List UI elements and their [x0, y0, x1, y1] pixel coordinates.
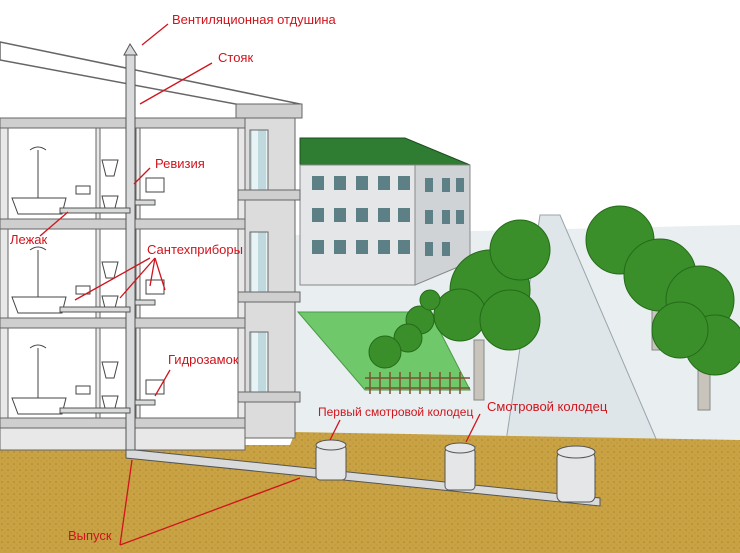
- label-riser: Стояк: [218, 50, 254, 65]
- label-fixtures: Сантехприборы: [147, 242, 243, 257]
- floor-1-fixtures: [11, 344, 165, 415]
- fence: [365, 372, 470, 394]
- distant-building: [299, 137, 471, 286]
- label-revision: Ревизия: [155, 156, 205, 171]
- label-inspection-well: Смотровой колодец: [487, 399, 608, 414]
- label-first-well: Первый смотровой колодец: [318, 405, 474, 419]
- wells: [315, 439, 596, 503]
- label-vent: Вентиляционная отдушина: [172, 12, 336, 27]
- label-outlet: Выпуск: [68, 528, 112, 543]
- trees: [368, 205, 740, 411]
- inspection-well-1: [444, 447, 476, 491]
- label-trap: Гидрозамок: [168, 352, 239, 367]
- fixtures: [11, 146, 165, 415]
- pipes: [59, 43, 601, 507]
- leader-lines: [39, 23, 481, 546]
- floor-3-fixtures: [11, 146, 165, 215]
- floor-2-fixtures: [11, 246, 165, 314]
- inspection-well-2: [556, 451, 596, 503]
- label-lezhak: Лежак: [10, 232, 48, 247]
